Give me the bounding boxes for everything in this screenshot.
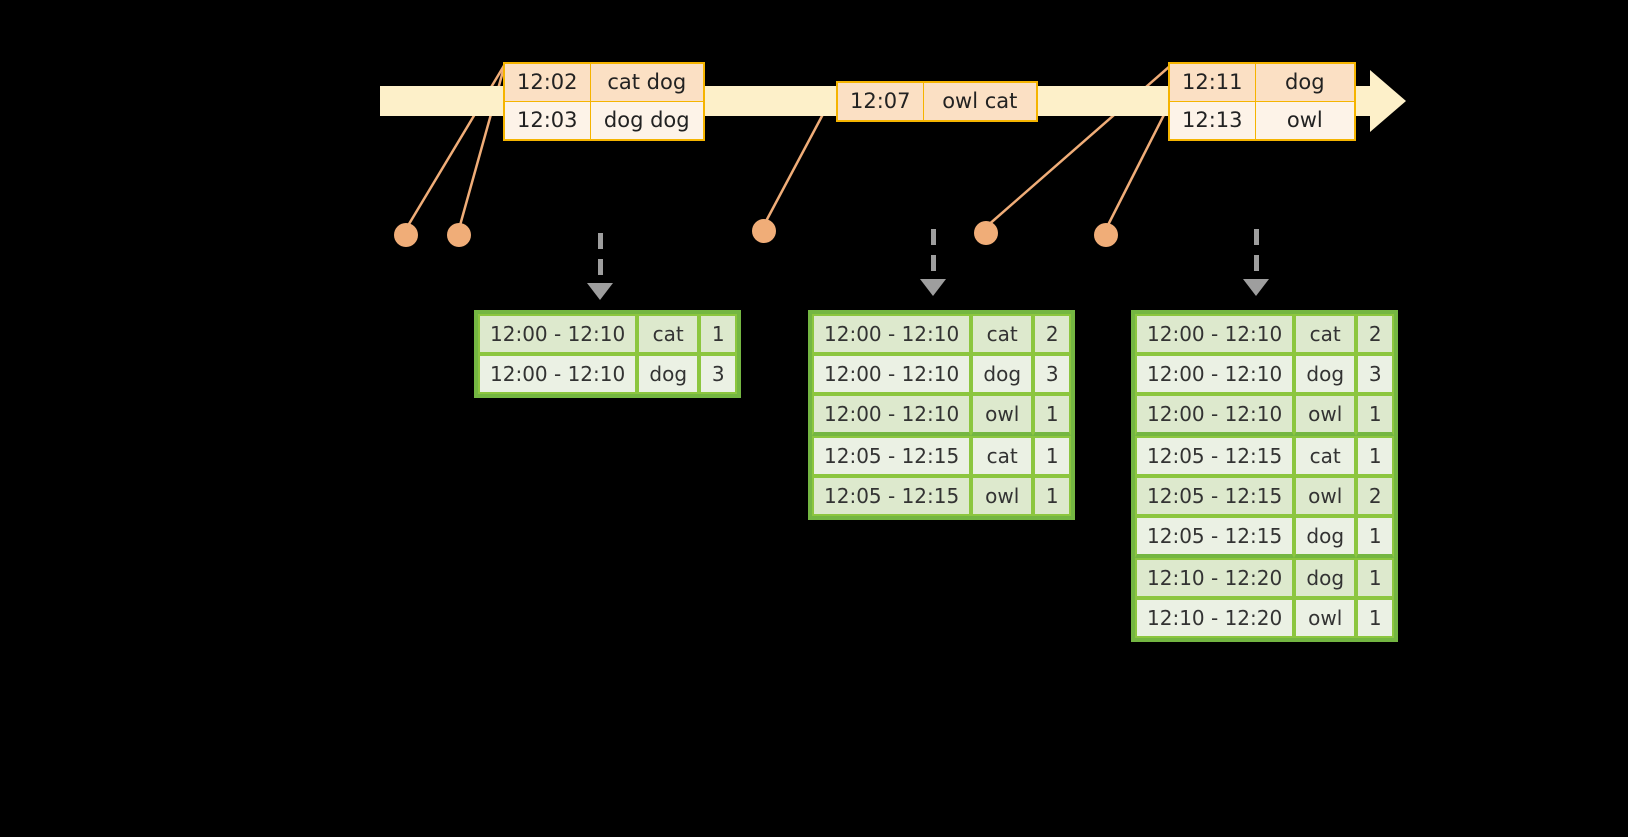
arrow-head	[920, 279, 946, 296]
leader-line-5	[1104, 102, 1172, 230]
window-range: 12:00 - 12:10	[812, 394, 972, 436]
event-row: 12:07 owl cat	[836, 81, 1038, 122]
connector-dot-1	[394, 223, 418, 247]
window-range: 12:05 - 12:15	[812, 476, 972, 516]
window-range: 12:05 - 12:15	[812, 436, 972, 476]
event-time: 12:11	[1168, 62, 1256, 102]
count-value: 1	[1356, 558, 1395, 598]
count-value: 3	[699, 354, 738, 394]
count-value: 1	[1356, 394, 1395, 436]
count-value: 1	[1033, 476, 1072, 516]
word-value: cat	[971, 436, 1034, 476]
window-range: 12:00 - 12:10	[812, 314, 972, 354]
event-box-3: 12:11 dog 12:13 owl	[1168, 62, 1357, 141]
connector-dot-2	[447, 223, 471, 247]
window-range: 12:05 - 12:15	[1135, 516, 1295, 558]
count-value: 1	[699, 314, 738, 354]
count-value: 2	[1033, 314, 1072, 354]
connector-dot-3	[752, 219, 776, 243]
event-time: 12:03	[503, 101, 591, 141]
timeline-arrowhead-icon	[1370, 70, 1406, 132]
count-value: 2	[1356, 476, 1395, 516]
event-row: 12:03 dog dog	[503, 101, 705, 141]
window-range: 12:05 - 12:15	[1135, 436, 1295, 476]
connector-dot-5	[1094, 223, 1118, 247]
word-value: owl	[1294, 394, 1357, 436]
word-value: owl	[1294, 476, 1357, 516]
event-row: 12:02 cat dog	[503, 62, 705, 102]
word-value: owl	[1294, 598, 1357, 638]
window-range: 12:00 - 12:10	[478, 354, 638, 394]
window-range: 12:10 - 12:20	[1135, 598, 1295, 638]
count-value: 3	[1033, 354, 1072, 394]
event-box-2: 12:07 owl cat	[836, 81, 1039, 122]
word-value: owl	[971, 394, 1034, 436]
word-value: owl	[971, 476, 1034, 516]
arrow-head	[1243, 279, 1269, 296]
word-value: cat	[971, 314, 1034, 354]
event-row: 12:13 owl	[1168, 101, 1356, 141]
count-value: 2	[1356, 314, 1395, 354]
word-value: cat	[1294, 436, 1357, 476]
event-time: 12:13	[1168, 101, 1256, 141]
arrow-shaft	[1254, 229, 1259, 281]
count-value: 1	[1033, 436, 1072, 476]
event-words: dog	[1254, 62, 1356, 102]
count-value: 3	[1356, 354, 1395, 394]
event-words: cat dog	[589, 62, 705, 102]
event-words: owl cat	[922, 81, 1038, 122]
word-value: dog	[1294, 516, 1357, 558]
event-box-1: 12:02 cat dog 12:03 dog dog	[503, 62, 706, 141]
window-range: 12:00 - 12:10	[812, 354, 972, 394]
word-value: dog	[1294, 558, 1357, 598]
window-range: 12:00 - 12:10	[1135, 314, 1295, 354]
event-time: 12:07	[836, 81, 924, 122]
window-range: 12:10 - 12:20	[1135, 558, 1295, 598]
count-value: 1	[1356, 436, 1395, 476]
window-range: 12:00 - 12:10	[478, 314, 638, 354]
word-value: dog	[971, 354, 1034, 394]
arrow-head	[587, 283, 613, 300]
count-value: 1	[1033, 394, 1072, 436]
connector-dot-4	[974, 221, 998, 245]
word-value: dog	[637, 354, 700, 394]
count-value: 1	[1356, 598, 1395, 638]
count-value: 1	[1356, 516, 1395, 558]
word-value: cat	[637, 314, 700, 354]
event-time: 12:02	[503, 62, 591, 102]
word-value: dog	[1294, 354, 1357, 394]
arrow-shaft	[598, 233, 603, 285]
window-range: 12:00 - 12:10	[1135, 394, 1295, 436]
event-words: owl	[1254, 101, 1356, 141]
arrow-shaft	[931, 229, 936, 281]
window-range: 12:05 - 12:15	[1135, 476, 1295, 516]
window-range: 12:00 - 12:10	[1135, 354, 1295, 394]
event-words: dog dog	[589, 101, 705, 141]
word-value: cat	[1294, 314, 1357, 354]
event-row: 12:11 dog	[1168, 62, 1356, 102]
